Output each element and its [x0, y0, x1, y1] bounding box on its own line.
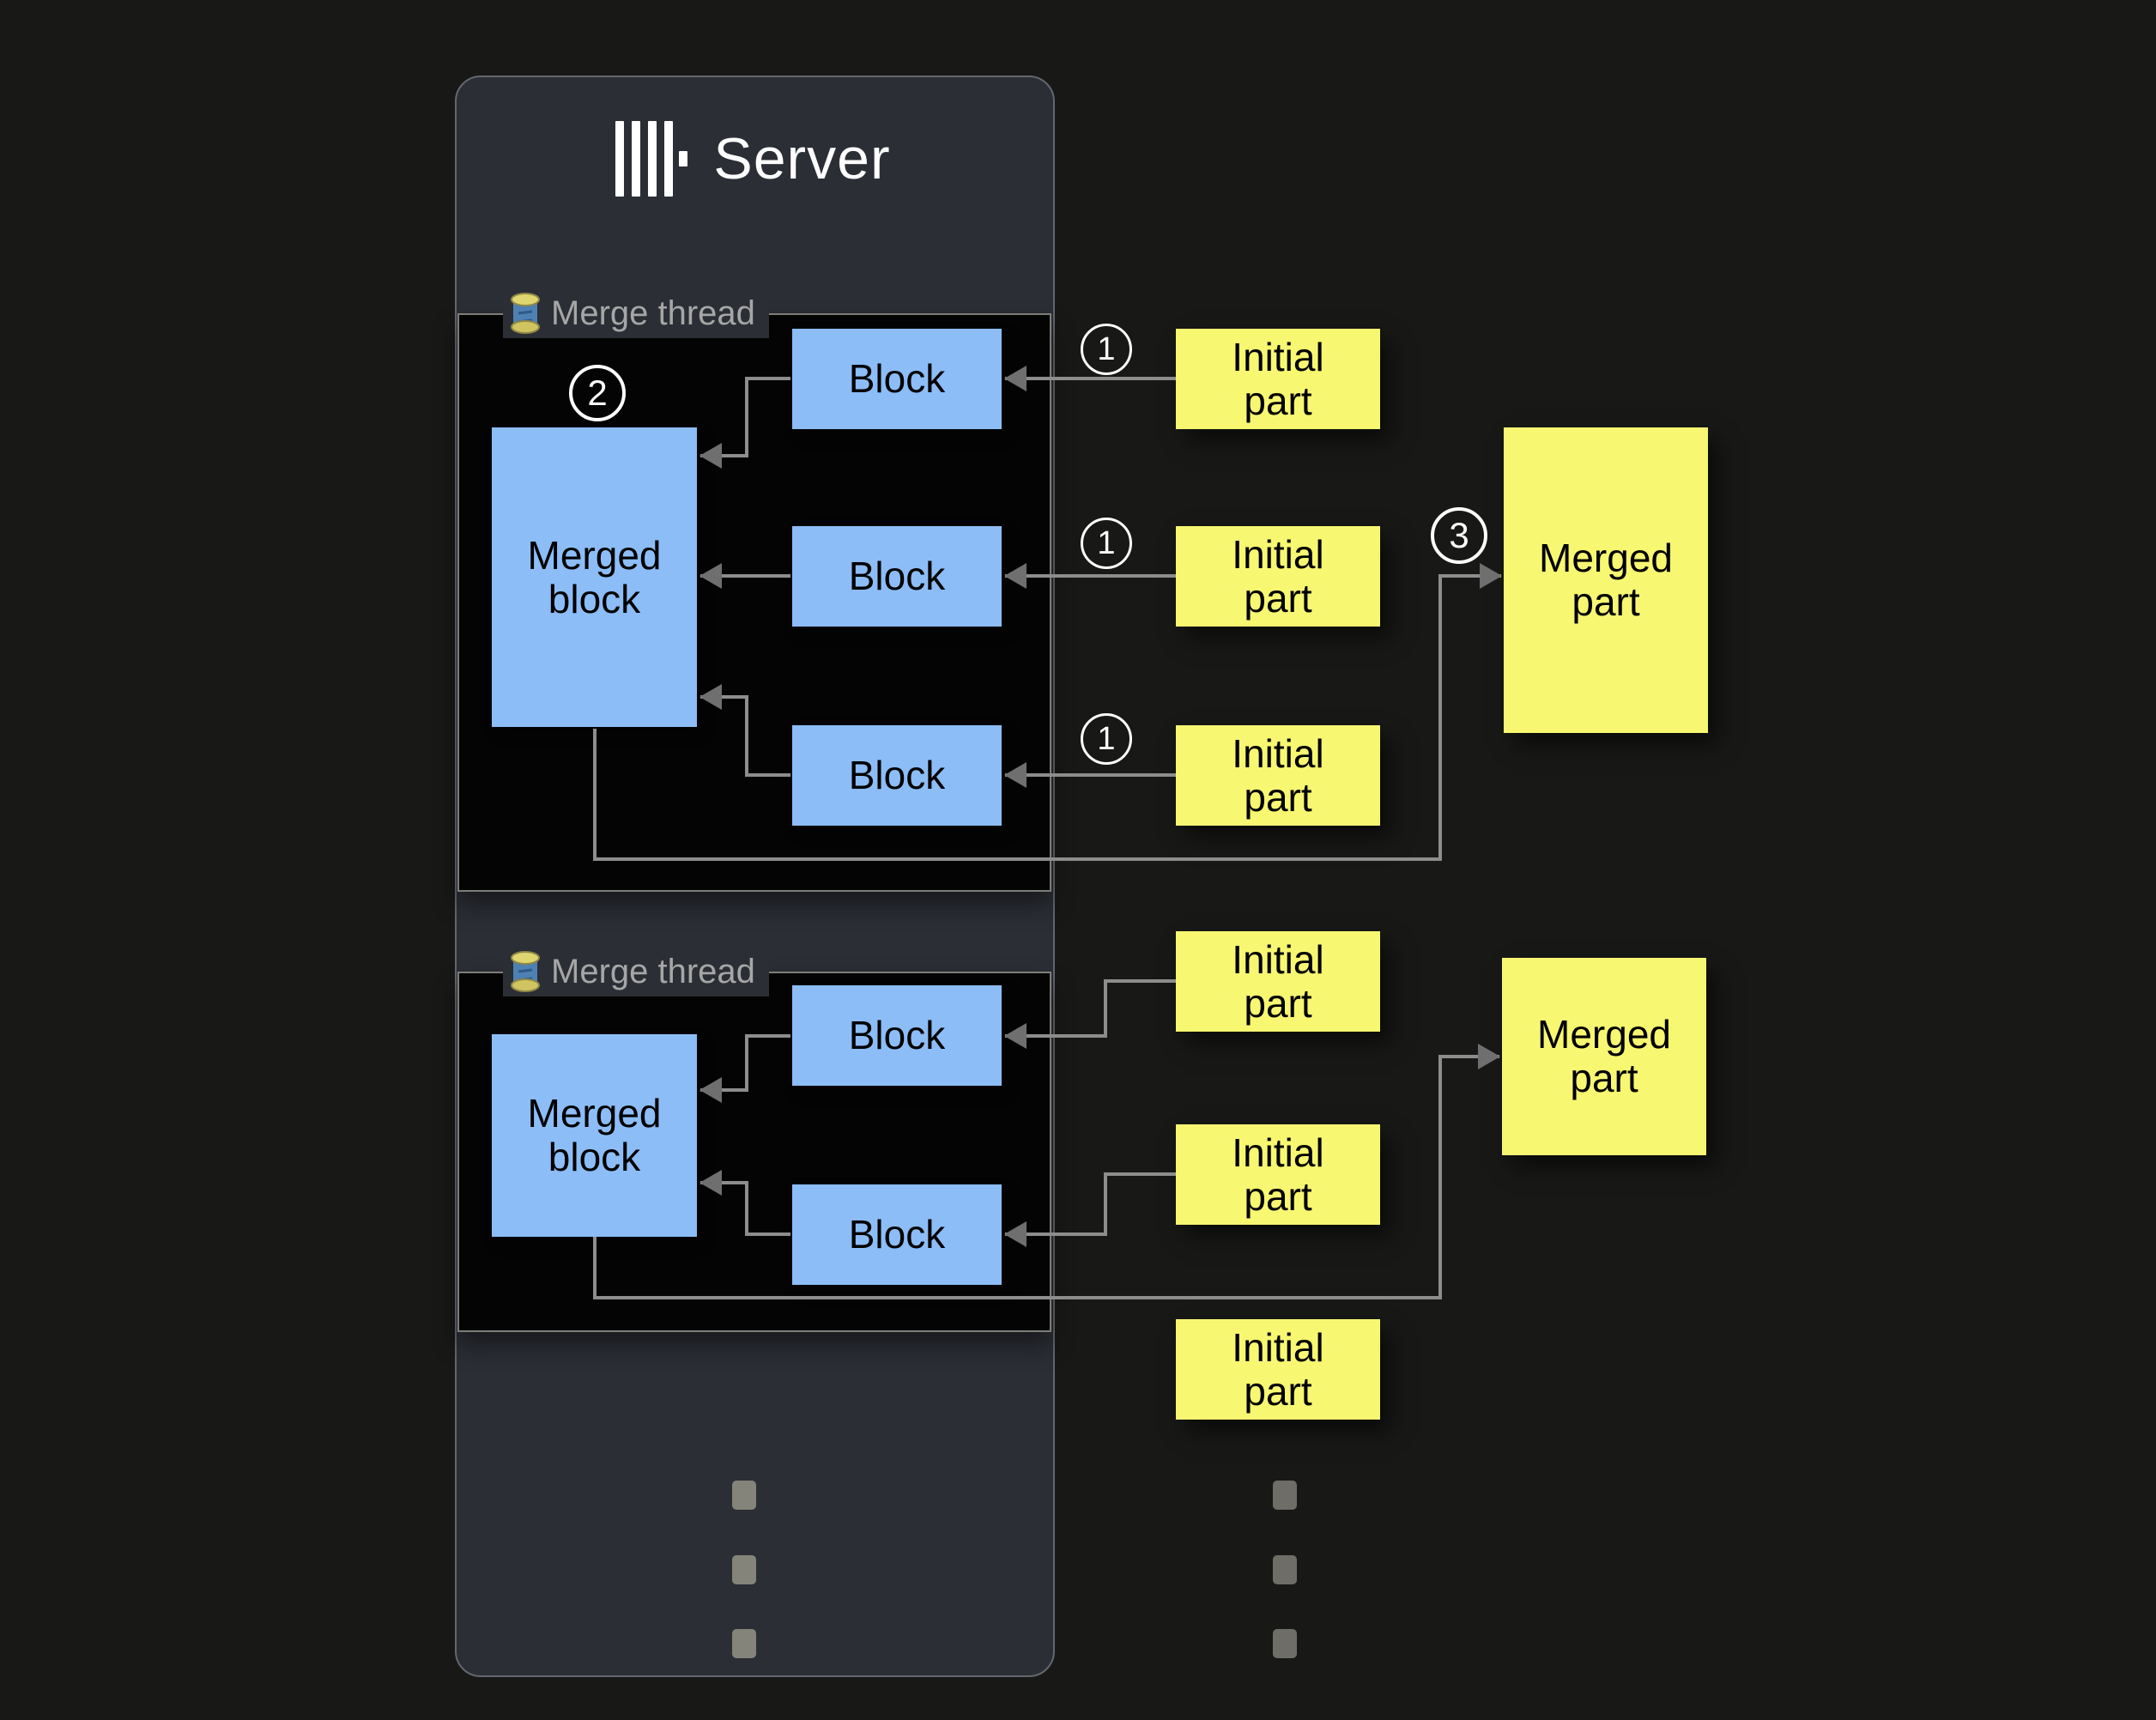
thread-spool-icon: [510, 951, 541, 992]
block-1a: Block: [792, 329, 1002, 429]
block-2b: Block: [792, 1184, 1002, 1285]
block-2a: Block: [792, 985, 1002, 1086]
step-3-number: 3: [1449, 515, 1469, 555]
initial-part-2c: Initial part: [1176, 1319, 1380, 1420]
initial-part-label: Initial part: [1232, 531, 1324, 621]
ellipsis-dot: [732, 1629, 756, 1658]
server-title: Server: [713, 126, 891, 191]
ellipsis-dot: [732, 1555, 756, 1584]
step-2-number: 2: [587, 372, 608, 413]
initial-part-label: Initial part: [1232, 936, 1324, 1026]
initial-part-label: Initial part: [1232, 1324, 1324, 1414]
merged-block-2: Merged block: [492, 1034, 697, 1237]
ellipsis-dot: [1273, 1555, 1297, 1584]
ellipsis-dot: [1273, 1629, 1297, 1658]
initial-part-1c: Initial part: [1176, 725, 1380, 826]
merged-part-2: Merged part: [1502, 958, 1706, 1155]
initial-part-label: Initial part: [1232, 334, 1324, 423]
block-2a-label: Block: [848, 1013, 946, 1058]
step-2-badge: 2: [569, 365, 626, 421]
block-1b: Block: [792, 526, 1002, 627]
merged-part-2-label: Merged part: [1537, 1012, 1671, 1100]
merged-part-1: Merged part: [1504, 427, 1708, 733]
merged-part-1-label: Merged part: [1539, 536, 1673, 624]
block-2b-label: Block: [848, 1212, 946, 1257]
initial-part-label: Initial part: [1232, 730, 1324, 820]
server-header: Server: [455, 103, 1051, 215]
step-1-number: 1: [1097, 720, 1116, 757]
ellipsis-dot: [732, 1481, 756, 1510]
step-1-badge: 1: [1081, 713, 1132, 765]
initial-part-2a: Initial part: [1176, 931, 1380, 1032]
step-1-number: 1: [1097, 524, 1116, 561]
initial-part-label: Initial part: [1232, 1130, 1324, 1219]
step-1-badge: 1: [1081, 518, 1132, 569]
initial-part-1b: Initial part: [1176, 526, 1380, 627]
block-1b-label: Block: [848, 554, 946, 599]
initial-part-2b: Initial part: [1176, 1124, 1380, 1225]
thread-spool-icon: [510, 293, 541, 334]
initial-part-1a: Initial part: [1176, 329, 1380, 429]
clickhouse-logo-icon: [615, 121, 688, 197]
block-1c-label: Block: [848, 753, 946, 798]
step-1-number: 1: [1097, 330, 1116, 367]
merged-block-1: Merged block: [492, 427, 697, 727]
merge-thread-legend-1: Merge thread: [503, 288, 769, 338]
merged-block-2-label: Merged block: [527, 1091, 662, 1179]
step-3-badge: 3: [1431, 507, 1487, 564]
ellipsis-dot: [1273, 1481, 1297, 1510]
merge-thread-legend-2: Merge thread: [503, 947, 769, 996]
step-1-badge: 1: [1081, 324, 1132, 375]
block-1a-label: Block: [848, 356, 946, 402]
merge-thread-label: Merge thread: [551, 952, 755, 990]
block-1c: Block: [792, 725, 1002, 826]
merged-block-1-label: Merged block: [527, 532, 662, 621]
merge-thread-label: Merge thread: [551, 294, 755, 332]
